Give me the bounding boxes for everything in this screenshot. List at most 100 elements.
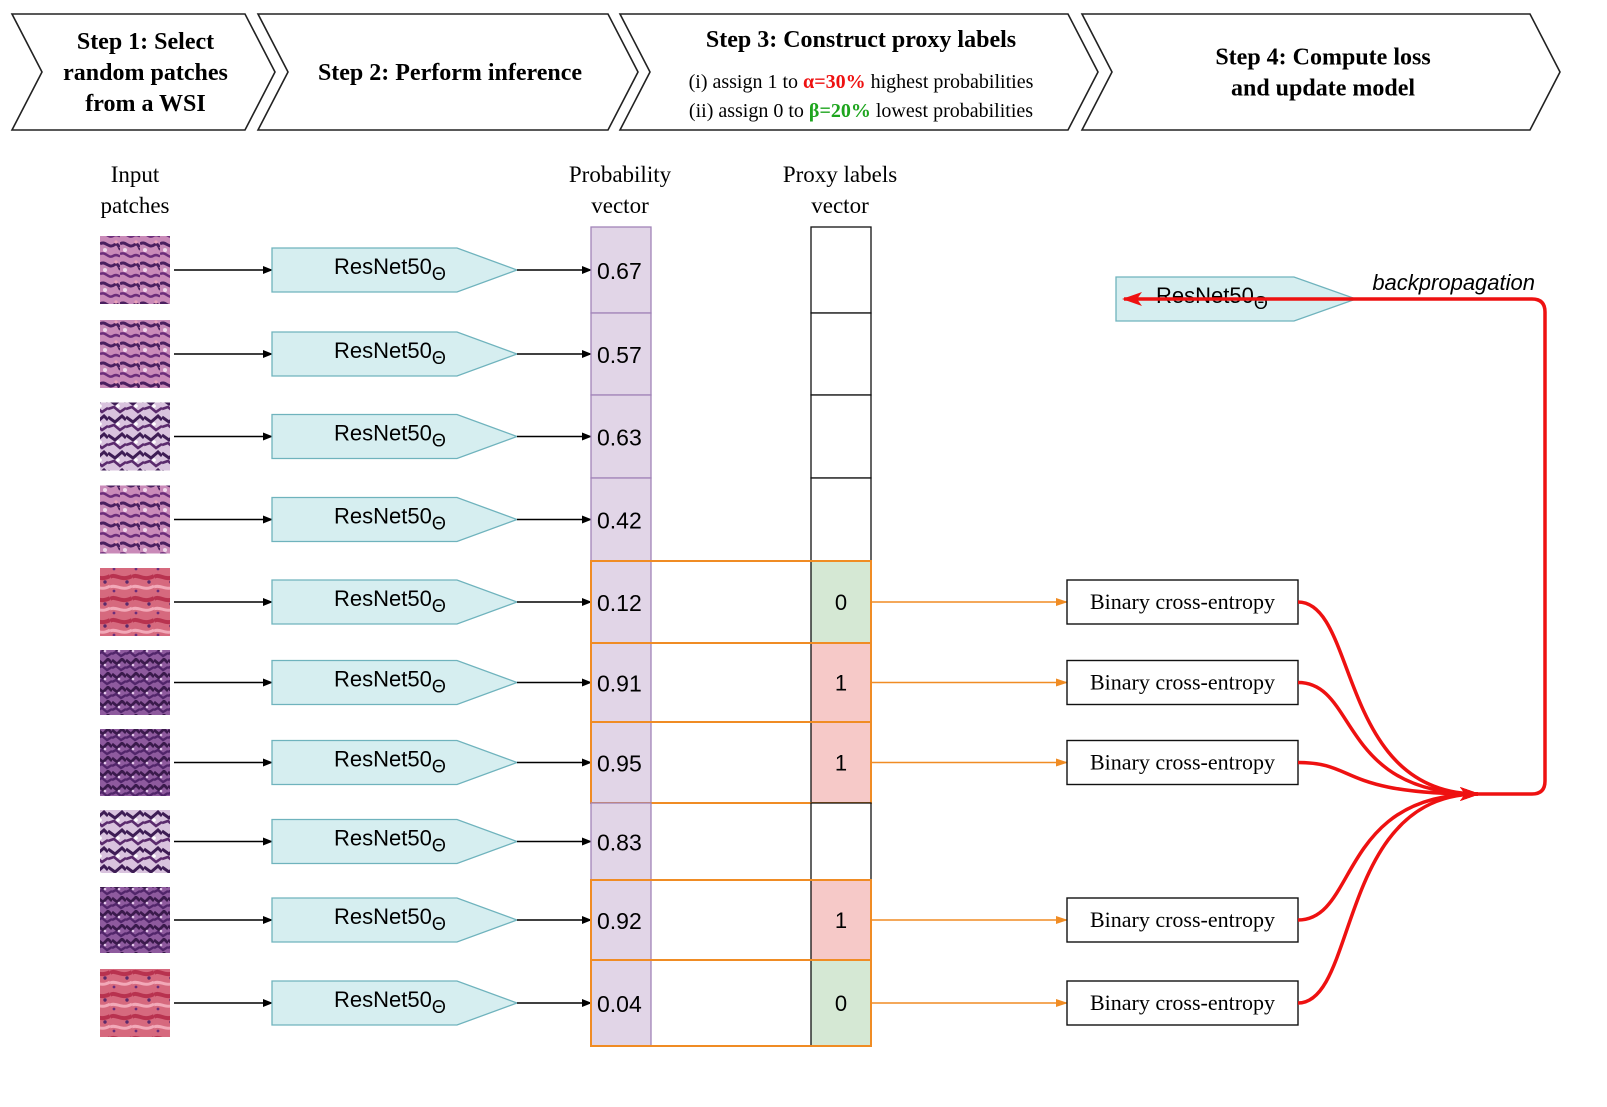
probability-value: 0.67 <box>597 258 642 284</box>
probability-value: 0.92 <box>597 908 642 934</box>
step-3-chevron: Step 3: Construct proxy labels (i) assign… <box>618 13 1099 131</box>
resnet50-label: ResNet50Θ <box>334 504 446 534</box>
model-name: ResNet50 <box>334 338 432 363</box>
resnet50-model-block <box>271 247 519 293</box>
resnet50-label: ResNet50Θ <box>334 338 446 368</box>
step-title-line: Step 2: Perform inference <box>318 60 582 86</box>
model-subscript: Θ <box>432 757 446 777</box>
model-subscript: Θ <box>432 264 446 284</box>
model-subscript: Θ <box>432 836 446 856</box>
step-chevron-shape <box>618 13 1099 131</box>
model-subscript: Θ <box>432 596 446 616</box>
loss-branch-6: Binary cross-entropy <box>871 659 1480 801</box>
resnet50-model-block <box>271 659 519 706</box>
probability-cell <box>590 560 652 644</box>
input-header-line: Input <box>111 162 160 187</box>
resnet50-model-block <box>271 897 519 943</box>
input-patch-image <box>100 485 170 554</box>
row-8: ResNet50Θ 0.83 <box>100 802 872 881</box>
model-name: ResNet50 <box>334 747 432 772</box>
probability-value: 0.91 <box>597 671 642 697</box>
row-4: ResNet50Θ 0.42 <box>100 477 872 562</box>
model-name: ResNet50 <box>334 826 432 851</box>
loss-branch-9: Binary cross-entropy <box>871 787 1480 943</box>
model-name: ResNet50 <box>334 987 432 1012</box>
resnet50-label: ResNet50Θ <box>334 826 446 856</box>
model-name: ResNet50 <box>334 667 432 692</box>
loss-to-sum-curve <box>1297 787 1480 1005</box>
step-chevron-shape <box>256 13 639 131</box>
proxy-label-value: 1 <box>835 908 847 933</box>
loss-to-sum-curve <box>1297 787 1480 922</box>
proxy-label-cell <box>810 477 872 562</box>
model-subscript: Θ <box>432 348 446 368</box>
resnet50-model-block <box>271 980 519 1026</box>
resnet50-model-block <box>271 496 519 543</box>
rule-prefix: (ii) assign 0 to <box>689 100 809 122</box>
probability-cell <box>590 642 652 723</box>
binary-cross-entropy-box <box>1066 980 1299 1026</box>
model-name: ResNet50 <box>334 254 432 279</box>
probability-value: 0.95 <box>597 751 642 777</box>
model-subscript: Θ <box>432 431 446 451</box>
step-chevron-shape <box>1080 13 1561 131</box>
model-subscript: Θ <box>432 514 446 534</box>
probability-cell <box>590 477 652 562</box>
row-7: ResNet50Θ 0.95 1 <box>100 721 872 804</box>
model-name: ResNet50 <box>1156 283 1254 308</box>
probability-cell <box>590 394 652 479</box>
resnet50-model-block <box>271 413 519 460</box>
binary-cross-entropy-label: Binary cross-entropy <box>1090 907 1275 932</box>
model-name: ResNet50 <box>334 421 432 446</box>
input-patch-image <box>100 236 170 304</box>
input-patch-image <box>100 729 170 796</box>
probability-value: 0.42 <box>597 508 642 534</box>
proxy-label-cell <box>810 642 872 723</box>
backpropagation-label: backpropagation <box>1372 270 1535 295</box>
proxy-label-cell <box>810 560 872 644</box>
proxy-label-cell <box>810 226 872 314</box>
resnet50-model-block <box>271 818 519 865</box>
resnet50-label: ResNet50Θ <box>334 586 446 616</box>
input-header-line: patches <box>101 193 170 218</box>
step-title: Step 3: Construct proxy labels <box>706 27 1016 53</box>
probability-cell <box>590 802 652 881</box>
prob-header-line: Probability <box>569 162 672 187</box>
model-name: ResNet50 <box>334 904 432 929</box>
probability-value: 0.12 <box>597 590 642 616</box>
step-title-line: Step 1: Select <box>77 29 214 55</box>
input-patch-image <box>100 810 170 873</box>
proxy-label-cell <box>810 312 872 396</box>
resnet50-label: ResNet50Θ <box>334 904 446 934</box>
model-subscript: Θ <box>432 997 446 1017</box>
probability-cell <box>590 312 652 396</box>
step-title-line: Step 4: Compute loss <box>1215 45 1430 71</box>
proxy-label-value: 1 <box>835 751 847 776</box>
row-1: ResNet50Θ 0.67 <box>100 226 872 314</box>
loss-to-sum-curve <box>1297 600 1480 801</box>
probability-value: 0.83 <box>597 830 642 856</box>
resnet50-model-block <box>271 331 519 377</box>
proxy-label-cell <box>810 802 872 881</box>
model-subscript: Θ <box>432 914 446 934</box>
input-patch-image <box>100 650 170 715</box>
proxy-label-cell <box>810 394 872 479</box>
loss-branch-5: Binary cross-entropy <box>871 579 1480 801</box>
prob-header-line: vector <box>591 193 649 218</box>
rule-prefix: (i) assign 1 to <box>689 71 803 93</box>
step-chevron-shape <box>10 13 276 131</box>
resnet50-label: ResNet50Θ <box>334 254 446 284</box>
step-3-rule1: (i) assign 1 to α=30% highest probabilit… <box>689 71 1034 93</box>
input-patch-image <box>100 887 170 953</box>
resnet50-label: ResNet50Θ <box>334 747 446 777</box>
model-subscript: Θ <box>1254 293 1268 313</box>
probability-cell <box>590 721 652 804</box>
resnet50-label: ResNet50Θ <box>334 667 446 697</box>
